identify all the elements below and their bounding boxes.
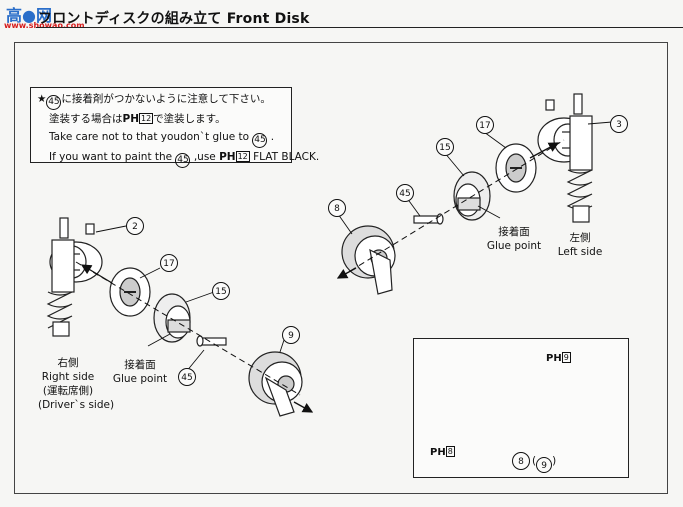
note-text: に接着剤がつかないように注意して下さい。 [61, 93, 271, 105]
left-side-label: 左側 Left side [552, 231, 608, 259]
part-label-8: 8 [328, 199, 346, 217]
note-text: . [270, 131, 275, 143]
paint-number: 8 [445, 446, 455, 457]
part-number-badge: 45 [175, 153, 191, 168]
paint-code: PH [122, 113, 139, 125]
left-side-en: Left side [557, 246, 603, 258]
glue-point-jp: 接着面 [124, 359, 156, 371]
inset-part-label-9-wrap: (9) [532, 455, 557, 473]
left-side-jp: 左側 [569, 232, 591, 244]
note-text: ,use [193, 151, 216, 163]
part-label-45-left: 45 [396, 184, 414, 202]
left-disc-arrow [336, 267, 357, 279]
watermark-logo: 高●网 [6, 6, 52, 25]
part-number-badge: 45 [252, 133, 268, 148]
note-line-3: Take care not to that youdon`t glue to 4… [37, 128, 291, 148]
part-label-3: 3 [610, 115, 628, 133]
watermark: 高●网 www.showao.com [4, 2, 85, 38]
right-strut-drawing [46, 217, 103, 337]
paint-code: PH [430, 447, 446, 458]
right-disc-drawing [109, 267, 303, 417]
watermark-url: www.showao.com [4, 21, 85, 30]
glue-point-en: Glue point [486, 240, 542, 252]
star-mark: ★ [37, 93, 47, 105]
paint-code: PH [546, 353, 562, 364]
right-side-en: Right side [41, 371, 95, 383]
note-text: で塗装します。 [153, 113, 226, 125]
right-axis-line [75, 261, 301, 396]
part-label-2: 2 [126, 217, 144, 235]
paint-number: 9 [561, 352, 571, 363]
note-text: 塗装する場合は [49, 113, 123, 125]
note-text: FLAT BLACK. [253, 151, 320, 163]
part-label-17-right: 17 [160, 254, 178, 272]
right-disc-arrow [293, 401, 314, 413]
glue-point-jp: 接着面 [498, 226, 530, 238]
header-divider [36, 27, 683, 28]
left-disc-drawing [341, 143, 537, 295]
driver-side-jp: (運転席側) [42, 385, 94, 397]
part-label-15-left: 15 [436, 138, 454, 156]
part-number-badge: 45 [46, 95, 62, 110]
part-label-45-right: 45 [178, 368, 196, 386]
paint-number: 12 [235, 151, 250, 162]
glue-point-en: Glue point [112, 373, 168, 385]
right-side-jp: 右側 [57, 357, 79, 369]
part-label-17-left: 17 [476, 116, 494, 134]
paint-number: 12 [138, 113, 154, 124]
inset-part-label-9: 9 [536, 457, 553, 473]
driver-side-en: (Driver`s side) [38, 399, 115, 411]
note-text: If you want to paint the [49, 151, 173, 163]
page-header: 高●网 www.showao.com フロントディスクの組み立て Front D… [0, 0, 683, 32]
glue-point-label-right: 接着面 Glue point [108, 358, 172, 386]
left-axis-line [341, 139, 565, 277]
page-title: フロントディスクの組み立て Front Disk [38, 11, 310, 27]
part-label-15-right: 15 [212, 282, 230, 300]
right-side-label: 右側 Right side (運転席側) (Driver`s side) [38, 356, 115, 412]
left-strut-drawing [537, 93, 593, 223]
paint-code: PH [219, 151, 236, 163]
inset-part-label-8: 8 [512, 452, 530, 470]
diagram-frame [14, 42, 668, 494]
part-label-9: 9 [282, 326, 300, 344]
right-arrow [80, 264, 113, 284]
glue-point-label-left: 接着面 Glue point [482, 225, 546, 253]
left-arrow [529, 142, 560, 159]
note-text: Take care not to that youdon`t glue to [49, 131, 250, 143]
